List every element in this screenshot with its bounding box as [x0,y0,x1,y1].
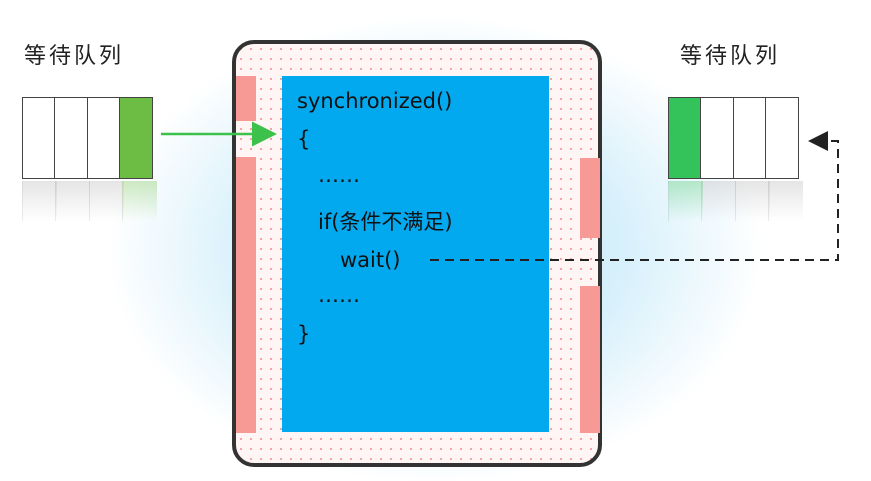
right-exit-bar-bottom [580,286,600,433]
left-wait-queue [21,97,153,179]
left-queue-label: 等待队列 [24,44,125,69]
code-synchronized: synchronized() [297,89,453,113]
queue-cell [54,97,88,179]
left-queue-reflection [21,181,157,221]
queue-cell [765,97,799,179]
left-entry-bar-top [236,76,256,121]
code-ellipsis-2: …… [318,283,360,307]
right-wait-queue [667,97,799,179]
code-wait: wait() [340,248,401,272]
queue-cell [86,97,121,179]
code-block [282,76,549,432]
right-exit-bar-top [580,158,600,238]
code-ellipsis-1: …… [318,163,360,187]
queue-cell [732,97,767,179]
code-open-brace: { [297,127,311,151]
code-if-condition: if(条件不满足) [318,210,453,234]
code-close-brace: } [297,322,311,346]
wait-dashed-arrow [430,131,839,261]
right-queue-label: 等待队列 [680,44,781,69]
queue-cell [21,97,56,179]
right-queue-reflection [667,181,803,221]
left-entry-bar-bottom [236,157,256,433]
queue-cell-filled [119,97,153,179]
queue-cell-filled [667,97,702,179]
